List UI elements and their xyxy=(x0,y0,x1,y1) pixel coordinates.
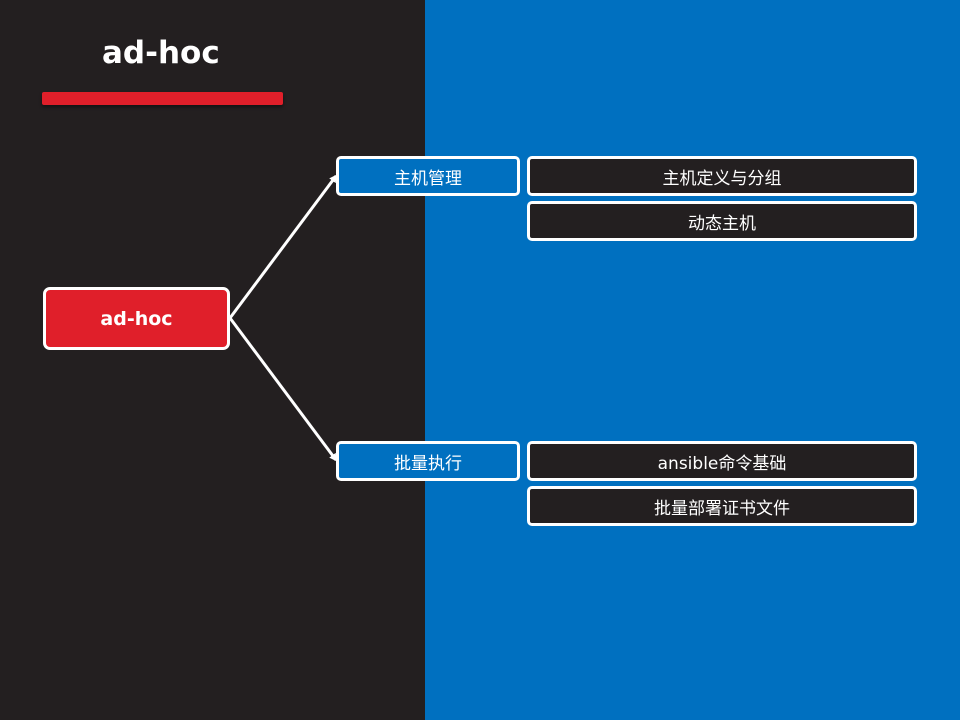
slide-title: ad-hoc xyxy=(102,35,220,71)
leaf-node-dynamic-hosts: 动态主机 xyxy=(527,201,917,241)
leaf-node-ansible-command-basics: ansible命令基础 xyxy=(527,441,917,481)
branch-node-host-management: 主机管理 xyxy=(336,156,520,196)
right-panel-background xyxy=(425,0,960,720)
leaf-node-host-definition-grouping: 主机定义与分组 xyxy=(527,156,917,196)
left-panel-background xyxy=(0,0,425,720)
root-node: ad-hoc xyxy=(43,287,230,350)
leaf-node-batch-deploy-certificates: 批量部署证书文件 xyxy=(527,486,917,526)
connector-to-branch-2 xyxy=(228,317,338,462)
title-underline-bar xyxy=(42,92,283,105)
connector-to-branch-1 xyxy=(228,174,338,319)
branch-node-batch-execution: 批量执行 xyxy=(336,441,520,481)
